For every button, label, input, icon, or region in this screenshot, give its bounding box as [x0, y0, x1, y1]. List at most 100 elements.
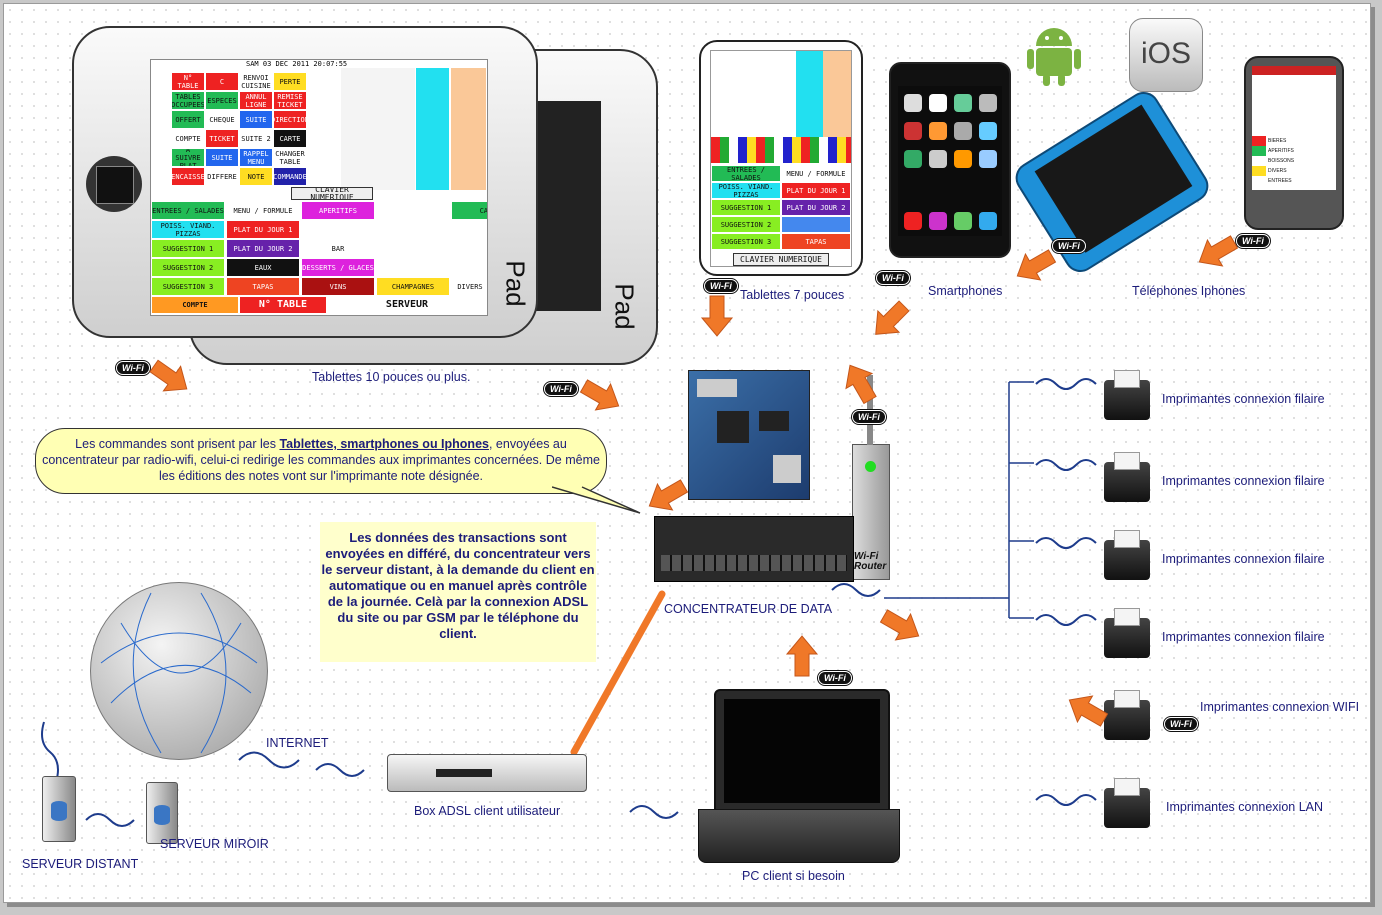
pad-top-button[interactable]: CHANGER TABLE — [273, 148, 307, 167]
pad-top-button[interactable]: SUITE — [239, 110, 273, 129]
pad-menu-button[interactable]: VINS — [301, 277, 375, 296]
iphone-menu-item[interactable]: BOISSONS — [1267, 156, 1313, 166]
dock-icon[interactable] — [904, 212, 922, 230]
app-icon[interactable] — [954, 150, 972, 168]
wifi-badge: Wi-Fi — [544, 382, 578, 396]
app-icon[interactable] — [904, 150, 922, 168]
dock-icon[interactable] — [979, 212, 997, 230]
pad-menu-button[interactable]: SUGGESTION 3 — [151, 277, 225, 296]
printer-label: Imprimantes connexion filaire — [1162, 392, 1325, 406]
pad-top-button[interactable]: TICKET — [205, 129, 239, 148]
orders-callout: Les commandes sont prisent par les Table… — [35, 428, 607, 494]
router-label: Wi-Fi Router — [854, 551, 887, 572]
tablet7-menu-button[interactable]: SUGGESTION 2 — [711, 216, 781, 233]
pad-top-button[interactable]: RENVOI CUISINE — [239, 72, 273, 91]
pad-top-button[interactable]: SUITE 2 — [239, 129, 273, 148]
pad-menu-button[interactable]: TAPAS — [226, 277, 300, 296]
pad-menu-button[interactable]: POISS. VIAND. PIZZAS — [151, 220, 225, 239]
tablet7-menu-button[interactable]: ENTREES / SALADES — [711, 165, 781, 182]
tablet7-menu-button[interactable]: MENU / FORMULE — [781, 165, 851, 182]
app-icon[interactable] — [929, 150, 947, 168]
pad-top-button[interactable]: A SUIVRE PLAT — [171, 148, 205, 167]
pad-top-button[interactable]: SUITE — [205, 148, 239, 167]
pad-top-button[interactable]: DIFFERE — [205, 167, 239, 186]
pad-top-button[interactable]: TABLES OCCUPEES — [171, 91, 205, 110]
iphone-menu-item[interactable]: ENTREES — [1267, 176, 1313, 186]
receipt-printer-icon — [1098, 608, 1156, 660]
pad-bottom-button[interactable]: N° TABLE — [239, 296, 327, 314]
iphones-label: Téléphones Iphones — [1132, 284, 1246, 298]
iphone-menu-item[interactable]: APERITIFS — [1267, 146, 1313, 156]
pad-menu-button[interactable]: PLAT DU JOUR 2 — [226, 239, 300, 258]
tablet7-menu-button[interactable]: SUGGESTION 1 — [711, 199, 781, 216]
app-icon[interactable] — [954, 94, 972, 112]
smartphone-black — [889, 62, 1011, 258]
pad-top-button[interactable]: C — [205, 72, 239, 91]
pad-menu-button[interactable]: CAFE — [451, 201, 487, 220]
pad-menu-button[interactable]: ENTREES / SALADES — [151, 201, 225, 220]
home-button — [86, 156, 142, 212]
network-switch — [654, 516, 854, 582]
printer-label: Imprimantes connexion filaire — [1162, 474, 1325, 488]
pad-top-button[interactable]: ENCAISSE — [171, 167, 205, 186]
pad-menu-button[interactable]: SUGGESTION 1 — [151, 239, 225, 258]
pad-menu-button[interactable]: CHAMPAGNES — [376, 277, 450, 296]
pad-top-button[interactable]: CARTE — [273, 129, 307, 148]
tablet7-menu-button[interactable]: PLAT DU JOUR 1 — [781, 182, 851, 199]
iphone-color-swatch — [1252, 146, 1266, 156]
tablet7-menu-button[interactable]: SUGGESTION 3 — [711, 233, 781, 250]
pad-top-button[interactable]: N° TABLE — [171, 72, 205, 91]
pad-top-button[interactable]: DIRECTION — [273, 110, 307, 129]
pad-menu-button[interactable]: PLAT DU JOUR 1 — [226, 220, 300, 239]
iphone-menu-item[interactable]: DIVERS — [1267, 166, 1313, 176]
app-icon[interactable] — [979, 94, 997, 112]
internet-globe — [90, 582, 268, 760]
server-distant — [42, 776, 76, 842]
receipt-printer-icon — [1098, 690, 1156, 742]
dock-icon[interactable] — [954, 212, 972, 230]
app-icon[interactable] — [904, 122, 922, 140]
pad-keypad-label[interactable]: CLAVIER NUMERIQUE — [291, 187, 373, 200]
pad-top-button[interactable]: RAPPEL MENU — [239, 148, 273, 167]
tablet7-menu-button[interactable]: PLAT DU JOUR 2 — [781, 199, 851, 216]
pad-menu-button[interactable]: APERITIFS — [301, 201, 375, 220]
pad-top-button[interactable]: REMISE TICKET — [273, 91, 307, 110]
pad-top-button[interactable]: ESPECES — [205, 91, 239, 110]
pad-top-button[interactable]: OFFERT — [171, 110, 205, 129]
pad-top-button[interactable]: PERTE — [273, 72, 307, 91]
android-icon — [1026, 20, 1082, 86]
app-icon[interactable] — [979, 150, 997, 168]
box-adsl-label: Box ADSL client utilisateur — [414, 804, 561, 818]
ios-icon: iOS — [1129, 18, 1203, 92]
pad-menu-button[interactable]: DESSERTS / GLACES — [301, 258, 375, 277]
printer-label: Imprimantes connexion filaire — [1162, 630, 1325, 644]
app-icon[interactable] — [929, 122, 947, 140]
receipt-printer-icon — [1098, 370, 1156, 422]
pad-top-button[interactable]: ANNUL LIGNE — [239, 91, 273, 110]
tablet7-keypad-label[interactable]: CLAVIER NUMERIQUE — [733, 253, 829, 266]
printer-label: Imprimantes connexion WIFI — [1200, 700, 1360, 714]
tablet7-menu-button[interactable]: POISS. VIAND. PIZZAS — [711, 182, 781, 199]
pad-top-button[interactable]: NOTE — [239, 167, 273, 186]
iphone-color-swatch — [1252, 136, 1266, 146]
wifi-badge: Wi-Fi — [1164, 717, 1198, 731]
pad-bottom-button[interactable]: COMPTE — [151, 296, 239, 314]
iphone-menu-item[interactable]: BIERES — [1267, 136, 1313, 146]
pad-menu-button[interactable]: EAUX — [226, 258, 300, 277]
pad-bottom-button[interactable]: SERVEUR — [327, 296, 487, 314]
pad-top-button[interactable]: CHEQUE — [205, 110, 239, 129]
app-icon[interactable] — [929, 94, 947, 112]
wifi-badge: Wi-Fi — [876, 271, 910, 285]
app-icon[interactable] — [954, 122, 972, 140]
dock-icon[interactable] — [929, 212, 947, 230]
app-icon[interactable] — [979, 122, 997, 140]
pad-menu-button[interactable]: MENU / FORMULE — [226, 201, 300, 220]
app-icon[interactable] — [904, 94, 922, 112]
pad-top-button[interactable]: COMMANDE — [273, 167, 307, 186]
pad-menu-button[interactable]: DIVERS — [451, 277, 487, 296]
tablet7-menu-button[interactable]: TAPAS — [781, 233, 851, 250]
pad-top-button[interactable]: COMPTE — [171, 129, 205, 148]
pad-menu-button[interactable]: BAR — [301, 239, 375, 258]
pad-menu-button[interactable]: SUGGESTION 2 — [151, 258, 225, 277]
